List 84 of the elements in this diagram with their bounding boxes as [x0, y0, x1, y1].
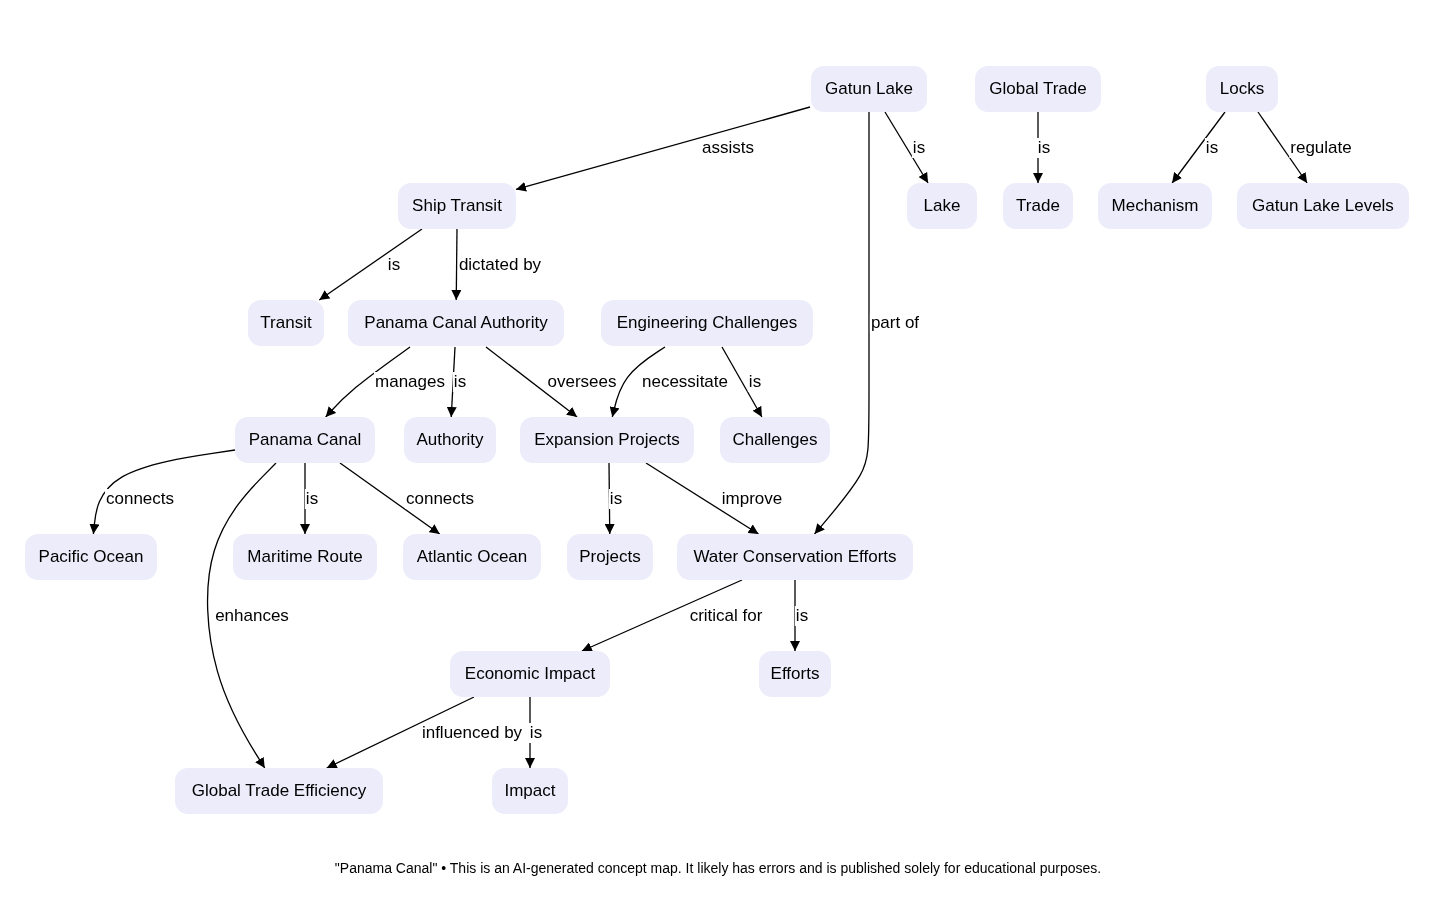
concept-box	[398, 183, 516, 229]
concept-label: Projects	[579, 547, 641, 567]
concept-box	[677, 534, 913, 580]
arrow	[581, 579, 743, 652]
concept-box	[235, 417, 375, 463]
arrow	[609, 346, 666, 418]
concept-box	[567, 534, 653, 580]
edge-label: part of	[869, 313, 921, 333]
arrow	[604, 462, 615, 535]
concept-label: Pacific Ocean	[38, 547, 144, 567]
edge-label: is	[911, 138, 927, 158]
concept-box	[601, 300, 813, 346]
edge-label: improve	[720, 489, 784, 509]
arrow	[325, 346, 411, 418]
concept-box	[811, 66, 927, 112]
arrow	[721, 346, 763, 418]
concept-label: Lake	[923, 196, 961, 216]
arrow	[1171, 111, 1226, 184]
concept-box	[1098, 183, 1212, 229]
arrow	[446, 346, 457, 418]
concept-box	[233, 534, 377, 580]
concept-label: Water Conservation Efforts	[693, 547, 897, 567]
concept-box	[25, 534, 157, 580]
concept-label: Panama Canal	[248, 430, 362, 450]
concept-label: Efforts	[770, 664, 820, 684]
arrow	[485, 346, 578, 418]
concept-box	[759, 651, 831, 697]
edge-label: is	[747, 372, 763, 392]
concept-box	[248, 300, 324, 346]
concept-box	[1206, 66, 1278, 112]
concept-label: Global Trade	[989, 79, 1087, 99]
concept-box	[1237, 183, 1409, 229]
concept-label: Maritime Route	[247, 547, 363, 567]
concept-label: Transit	[260, 313, 312, 333]
arrow	[300, 462, 310, 535]
edge-label: is	[304, 489, 320, 509]
edge-label: is	[608, 489, 624, 509]
concept-box	[907, 183, 977, 229]
arrow	[339, 462, 441, 535]
arrow	[884, 111, 929, 184]
arrow	[89, 449, 236, 535]
concept-box	[450, 651, 610, 697]
edge-label: dictated by	[457, 255, 543, 275]
concept-label: Locks	[1219, 79, 1265, 99]
concept-box	[348, 300, 564, 346]
concept-label: Impact	[504, 781, 556, 801]
arrow	[318, 228, 423, 301]
arrow	[515, 106, 811, 192]
concept-label: Atlantic Ocean	[416, 547, 528, 567]
arrow	[813, 111, 870, 535]
edge-label: is	[528, 723, 544, 743]
concept-box	[492, 768, 568, 814]
concept-label: Challenges	[732, 430, 818, 450]
concept-box	[520, 417, 694, 463]
concept-label: Economic Impact	[464, 664, 596, 684]
concept-label: Global Trade Efficiency	[191, 781, 367, 801]
edge-label: is	[452, 372, 468, 392]
concept-label: Trade	[1016, 196, 1060, 216]
concept-box	[403, 534, 541, 580]
concept-label: Mechanism	[1111, 196, 1199, 216]
concept-box	[175, 768, 383, 814]
edge-label: influenced by	[420, 723, 524, 743]
concept-label: Gatun Lake	[825, 79, 913, 99]
concept-label: Gatun Lake Levels	[1252, 196, 1394, 216]
concept-label: Panama Canal Authority	[364, 313, 548, 333]
arrow	[790, 579, 800, 652]
concept-label: Engineering Challenges	[616, 313, 798, 333]
concept-box	[404, 417, 496, 463]
concept-label: Expansion Projects	[534, 430, 680, 450]
edge-label: manages	[374, 372, 446, 392]
edge-label: is	[1036, 138, 1052, 158]
edge-label: regulate	[1289, 138, 1353, 158]
concept-box	[1003, 183, 1073, 229]
arrow	[326, 696, 475, 769]
concept-box	[975, 66, 1101, 112]
arrow	[1257, 111, 1308, 184]
arrow	[645, 462, 760, 535]
concept-label: Authority	[416, 430, 484, 450]
edge-label: is	[794, 606, 810, 626]
arrow	[206, 462, 277, 769]
caption: "Panama Canal" • This is an AI-generated concept map. It likely has errors and is published solely for educational purposes.	[333, 860, 1103, 876]
concept-box	[720, 417, 830, 463]
arrow	[451, 228, 462, 301]
concept-label: Ship Transit	[412, 196, 502, 216]
